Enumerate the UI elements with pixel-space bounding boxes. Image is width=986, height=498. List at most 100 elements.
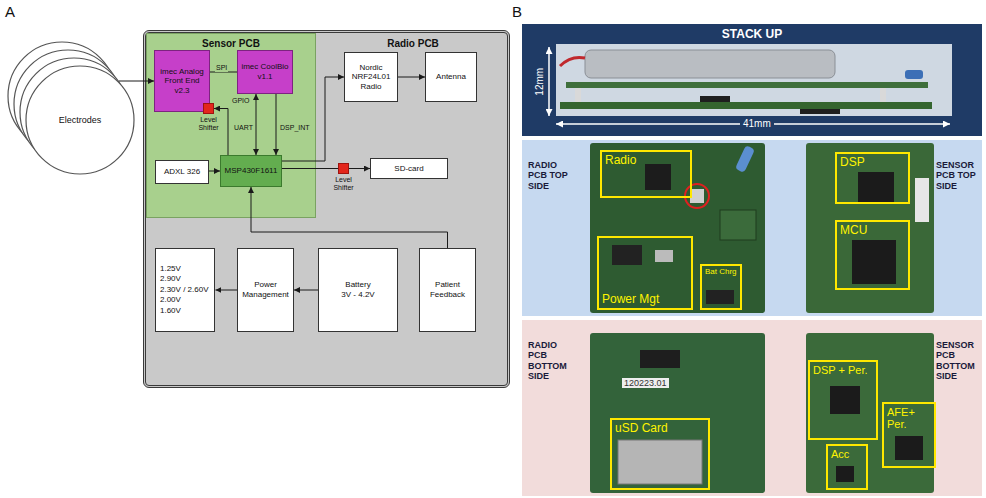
board-title: Sensor PCB [147,38,315,50]
side-caption: RADIO PCB TOP SIDE [528,160,572,191]
process-box: Battery3V - 4.2V [318,248,398,332]
side-caption: RADIO PCB BOTTOM SIDE [528,340,572,381]
board-connector [880,88,886,102]
signal-name: GPIO [231,97,251,105]
chip [700,96,730,102]
pcb-pad [720,210,756,240]
callout-label: DSP [840,156,865,169]
charger-chip [706,290,734,304]
board-title: Radio PCB [316,38,510,50]
side-caption: SENSOR PCB TOP SIDE [936,160,980,191]
electrode-outline [26,66,134,174]
signal-arrow [256,94,257,155]
radio-chip [645,164,671,190]
callout-label: Radio [605,154,636,167]
sensor-pcb-top-photo [806,143,934,313]
box-label: 2.30V / 2.60V [160,285,208,295]
callout-label: DSP + Per. [813,364,868,376]
side-caption: SENSOR PCB BOTTOM SIDE [936,340,980,381]
battery-wire [560,57,585,66]
chip [830,386,860,414]
signal-arrow [251,187,448,248]
callout-label: MCU [840,224,867,237]
level-shifter: Level Shifter [203,103,214,114]
panel-title: STACK UP [522,27,982,41]
box-label: 2.00V [160,295,181,305]
box-label: Antenna [436,72,466,82]
dimension-arrow [548,47,550,116]
radio-pcb-bottom-photo [590,333,765,493]
callout-box: DSP + Per. [808,360,878,440]
push-button [690,189,704,203]
box-label: 2.90V [160,274,181,284]
callout-label: AFE+ Per. [887,406,931,430]
electrode-label: Electrodes [59,115,102,126]
stackup-photo [556,44,952,116]
panel-letter: B [512,3,522,20]
box-label: Nordic NRF24L01 Radio [348,63,394,92]
inductor [655,250,673,262]
power-chip [612,245,642,265]
signal-name: UART [233,124,254,132]
chip [640,350,680,368]
battery-pouch [585,50,835,78]
chip [800,109,840,114]
box-label: ADXL 326 [164,167,200,177]
callout-box: Power Mgt [597,236,693,310]
electrode-disc: Electrodes [25,65,135,175]
box-label: 1.60V [160,306,181,316]
box-label: 3V - 4.2V [341,290,374,300]
callout-box: Acc [826,444,868,490]
mcu-chip [852,240,896,284]
box-label: 1.25V [160,264,181,274]
capacitor [905,70,923,79]
pcb-board-edge [560,102,932,109]
process-box: SD-card [370,158,448,179]
callout-box: AFE+ Per. [882,402,936,468]
signal-arrow [282,168,338,169]
signal-arrow [215,290,237,291]
chip-block: imec Analog Front End v2.3 [154,50,210,112]
signal-arrow [214,109,228,156]
level-shifter-label: Level Shifter [328,176,359,192]
chip-block: imec CoolBio v1.1 [237,50,293,94]
callout-label: Bat Chrg [705,268,737,277]
box-label: Battery [345,280,370,290]
dimension-label: 12mm [534,68,546,96]
process-box: Antenna [425,52,477,102]
level-shifter: Level Shifter [338,163,349,174]
crystal [735,145,755,173]
box-label: SD-card [394,164,423,174]
signal-arrow [349,168,370,169]
callout-box: DSP [835,152,910,204]
highlight-circle [685,184,709,208]
callout-label: uSD Card [615,422,668,435]
signal-arrow [282,77,344,161]
process-box: Patient Feedback [419,248,476,332]
level-shifter-label: Level Shifter [193,116,224,132]
mcu-block: MSP430F1611 [220,155,282,187]
box-label: MSP430F1611 [225,166,278,176]
box-label: imec Analog Front End v2.3 [158,67,206,96]
callout-box: Radio [600,150,692,198]
dsp-chip [858,172,894,202]
photo-panel: RADIO PCB BOTTOM SIDE SENSOR PCB BOTTOM S… [522,320,982,496]
board-connector [575,88,581,102]
panel-letter: A [5,3,15,20]
radio-pcb-top-photo [590,143,765,313]
dimension-label: 41mm [740,118,774,130]
signal-arrow [294,290,318,291]
callout-label: Acc [831,448,849,460]
accelerometer-chip [836,466,854,482]
process-box: ADXL 326 [155,160,209,184]
sensor-pcb-bottom-photo [806,333,934,493]
callout-box: Bat Chrg [700,264,742,310]
pcb-board-edge [566,82,928,88]
usd-slot [618,440,702,484]
process-box: Power Management [237,248,294,332]
process-box: Nordic NRF24L01 Radio [344,52,398,102]
signal-arrow [276,94,277,155]
voltage-box: 1.25V2.90V2.30V / 2.60V2.00V1.60V [155,248,215,332]
photo-panel: RADIO PCB TOP SIDE SENSOR PCB TOP SIDE Rad… [522,140,982,316]
serial-sticker: 120223.01 [622,378,669,388]
